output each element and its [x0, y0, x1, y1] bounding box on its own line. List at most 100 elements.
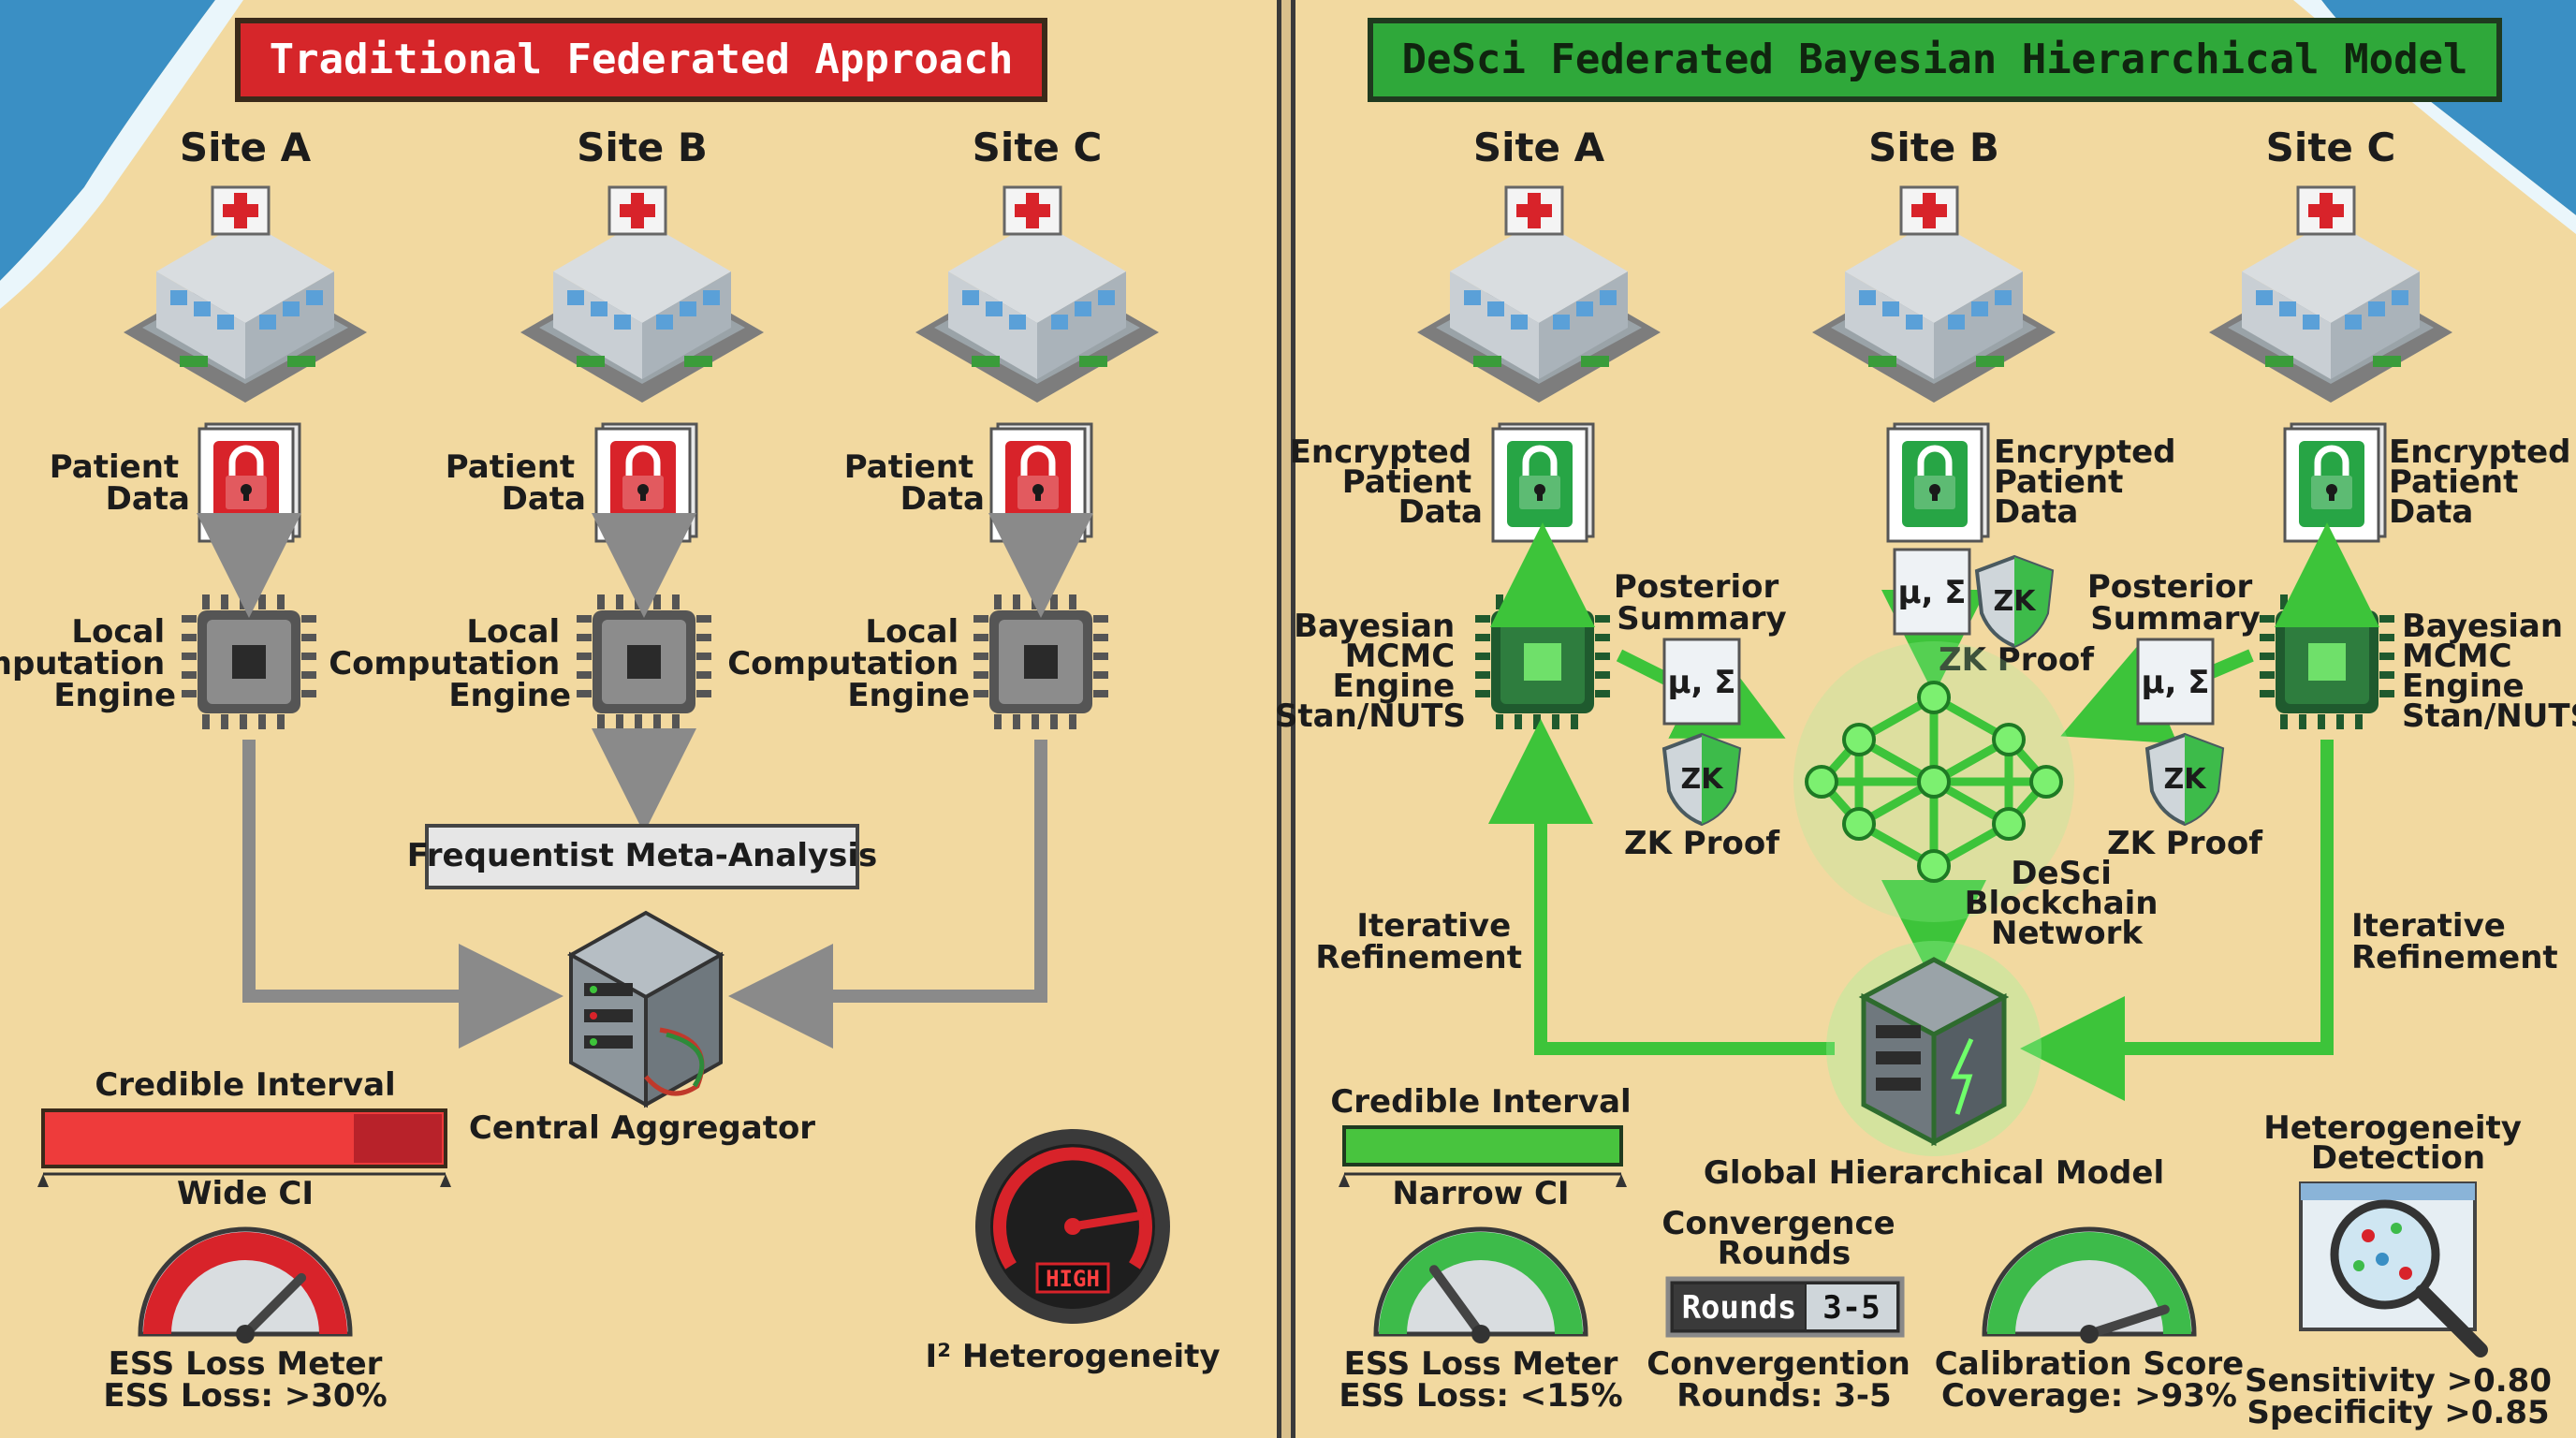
engine-label-line: Computation: [329, 645, 560, 682]
posterior-summary-label: Summary: [2090, 600, 2260, 638]
right-site-c-name: Site C: [2266, 125, 2396, 170]
svg-text:Patient Data: Patient Data: [446, 448, 586, 518]
lock-icon: [2285, 424, 2385, 541]
zk-proof-label: ZK Proof: [1624, 825, 1780, 862]
convergence-title-line: Convergence: [1661, 1205, 1895, 1242]
left-flow-arrows: [197, 513, 1093, 1049]
left-ci-title: Credible Interval: [95, 1066, 395, 1104]
left-site-b: Site B Patient Data Local Computation En…: [329, 125, 766, 729]
chip-icon: [1475, 594, 1610, 729]
engine-label-line: Engine: [1332, 668, 1455, 705]
network-label-line: Network: [1991, 915, 2144, 952]
lock-icon: [596, 424, 696, 541]
svg-text:DeSci Blockchain Netwo: DeSci Blockchain Network: [1965, 855, 2170, 952]
lock-icon: [1493, 424, 1593, 541]
right-site-a-name: Site A: [1473, 125, 1605, 170]
zk-proof-label: ZK Proof: [1939, 641, 2095, 679]
gauge-icon: [1982, 1226, 2197, 1343]
iterative-refinement-label: Refinement: [2351, 939, 2558, 976]
lock-icon: [991, 424, 1091, 541]
right-ci-caption: Narrow CI: [1392, 1175, 1569, 1212]
svg-text:Encrypted Patient Data: Encrypted Patient Data: [2389, 433, 2576, 531]
surf-left: [0, 0, 243, 309]
right-ess-title: ESS Loss Meter: [1344, 1345, 1618, 1383]
iterative-refinement-label: Refinement: [1315, 939, 1522, 976]
chip-icon: [973, 594, 1108, 729]
chip-icon: [577, 594, 711, 729]
svg-text:Bayesian MCMC Engine: Bayesian MCMC Engine Stan/NUTS: [2402, 608, 2576, 735]
iterative-refinement-label: Iterative: [1356, 907, 1511, 945]
chip-icon: [182, 594, 316, 729]
gauge-needle: [1429, 1265, 1486, 1339]
engine-label-line: Local: [865, 613, 959, 651]
svg-text:Patient Data: Patient Data: [50, 448, 190, 518]
engine-label-line: MCMC: [1345, 638, 1456, 675]
svg-text:Encrypted Patient Data: Encrypted Patient Data: [1994, 433, 2187, 531]
svg-text:Local Computation: Local Computation Engine: [329, 613, 571, 714]
left-site-c: Site C Patient Data Local Computation En…: [727, 125, 1161, 729]
engine-label-line: Stan/NUTS: [1275, 697, 1466, 735]
svg-text:Posterior Summary: Posterior Summary: [1614, 568, 1790, 638]
left-ess-title: ESS Loss Meter: [109, 1345, 383, 1383]
rounds-badge-label: Rounds: [1682, 1289, 1797, 1327]
right-title-banner: [1368, 18, 2502, 102]
svg-text:Local Computation: Local Computation Engine: [727, 613, 970, 714]
sea-left: [0, 0, 215, 281]
posterior-summary-label: Summary: [1617, 600, 1786, 638]
svg-text:Heterogeneity Detection: Heterogeneity Detection: [2263, 1109, 2533, 1177]
engine-label-line: Local: [466, 613, 560, 651]
summary-symbol: μ, Σ: [2142, 664, 2210, 701]
svg-text:Local Computation: Local Computation Engine: [0, 613, 176, 714]
network-label-line: DeSci: [2011, 855, 2112, 892]
right-title: DeSci Federated Bayesian Hierarchical Mo…: [1401, 36, 2467, 83]
engine-label-line: Bayesian: [1294, 608, 1455, 645]
server-icon: [1826, 941, 2042, 1156]
data-label-line: Patient: [1994, 463, 2123, 501]
data-label-line: Patient: [50, 448, 179, 486]
calibration-value: Coverage: >93%: [1941, 1377, 2237, 1415]
data-label-line: Data: [900, 480, 985, 518]
specificity-value: Specificity >0.85: [2247, 1394, 2549, 1431]
left-title-banner: [235, 18, 1047, 102]
iterative-refinement-label: Iterative: [2351, 907, 2506, 945]
svg-text:Convergence Rounds: Convergence Rounds: [1661, 1205, 1906, 1272]
left-site-a: Site A Patient Data Local Computation En…: [0, 125, 369, 729]
data-label-line: Data: [2389, 493, 2473, 531]
lock-icon: [199, 424, 300, 541]
engine-label-line: Computation: [727, 645, 959, 682]
convergence-title-line: Rounds: [1718, 1235, 1852, 1272]
network-label-line: Blockchain: [1965, 885, 2159, 922]
site-b-name: Site B: [577, 125, 708, 170]
data-label-line: Encrypted: [1994, 433, 2176, 471]
svg-text:Iterative Refinement: Iterative Refinement: [1315, 907, 1522, 976]
posterior-summary-label: Posterior: [1614, 568, 1779, 606]
chip-icon: [2260, 594, 2394, 729]
heterogeneity-dial: HIGH: [975, 1129, 1170, 1324]
engine-label-line: Local: [71, 613, 165, 651]
data-label-line: Patient: [446, 448, 575, 486]
meta-analysis-box: [425, 824, 859, 889]
svg-text:Posterior Summary: Posterior Summary: [2087, 568, 2263, 638]
engine-label-line: Stan/NUTS: [2402, 697, 2576, 735]
gauge-icon: [1373, 1226, 1588, 1343]
svg-text:Encrypted Patient Data: Encrypted Patient Data: [1290, 433, 1483, 531]
zk-badge: ZK: [1681, 763, 1725, 796]
engine-label-line: Computation: [0, 645, 165, 682]
network-icon: [1793, 641, 2074, 922]
magnifier-icon: [2299, 1181, 2488, 1357]
global-model-label: Global Hierarchical Model: [1704, 1154, 2164, 1192]
right-site-b-name: Site B: [1868, 125, 1999, 170]
svg-text:Bayesian MCMC Engine: Bayesian MCMC Engine Stan/NUTS: [1275, 608, 1466, 735]
engine-label-line: Engine: [448, 677, 571, 714]
calibration-title: Calibration Score: [1935, 1345, 2244, 1383]
engine-label-line: Engine: [53, 677, 176, 714]
gauge-needle: [241, 1272, 307, 1339]
zk-badge: ZK: [2164, 763, 2208, 796]
summary-symbol: μ, Σ: [1668, 664, 1736, 701]
site-c-name: Site C: [973, 125, 1103, 170]
engine-label-line: Bayesian: [2402, 608, 2563, 645]
sensitivity-value: Sensitivity >0.80: [2245, 1362, 2552, 1400]
posterior-summary-label: Posterior: [2087, 568, 2253, 606]
data-label-line: Patient: [1342, 463, 1471, 501]
